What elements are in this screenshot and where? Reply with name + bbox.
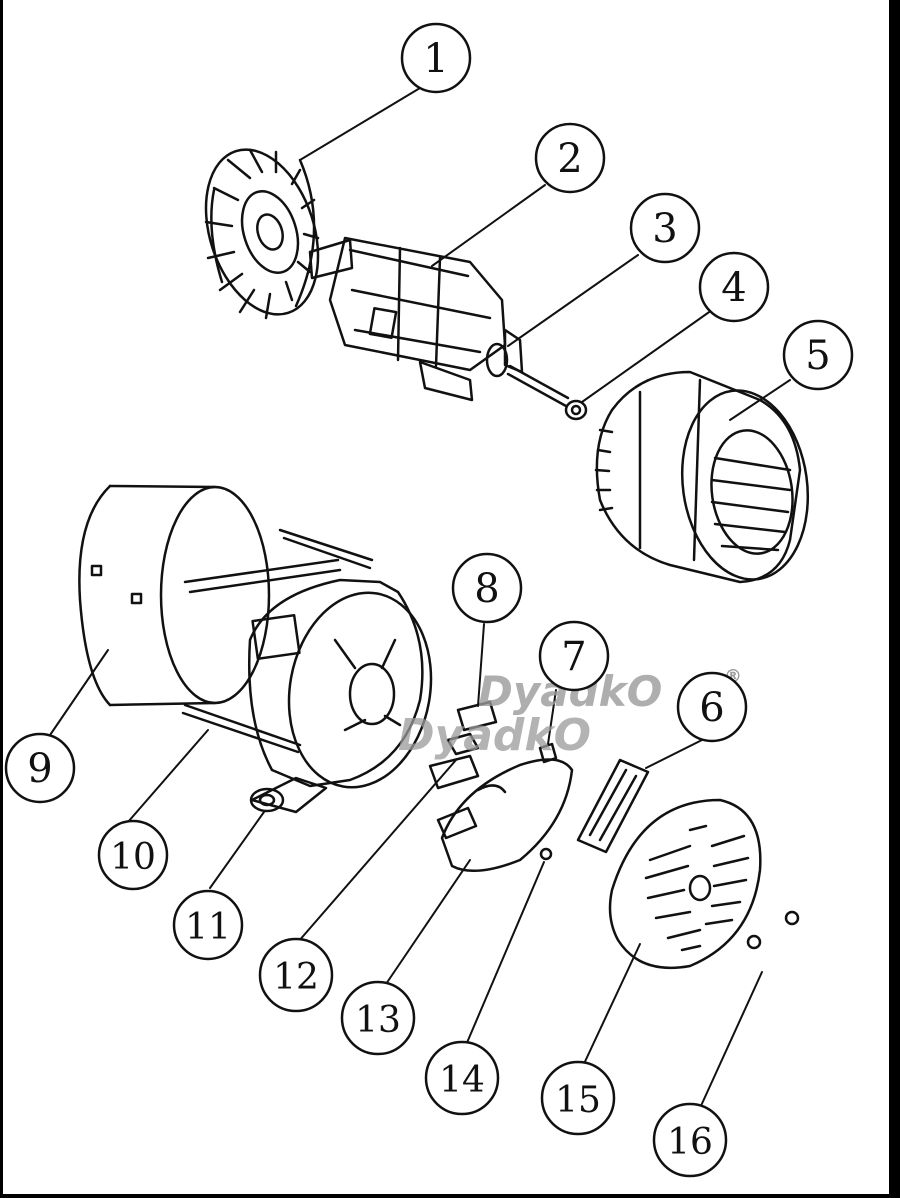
callout-number: 1 — [423, 36, 448, 82]
callout-2: 2 — [534, 122, 606, 194]
callout-number: 12 — [273, 957, 319, 998]
callout-number: 3 — [652, 206, 677, 252]
callout-number: 5 — [805, 333, 830, 379]
callout-9: 9 — [4, 732, 76, 804]
callout-circle — [400, 22, 472, 94]
callout-circle — [97, 819, 169, 891]
bearing-part — [485, 342, 570, 408]
callout-circle — [538, 620, 610, 692]
callout-6: 6 — [676, 671, 748, 743]
callout-15: 15 — [540, 1060, 616, 1136]
cover-screws-part — [746, 910, 800, 950]
end-cover-part — [608, 798, 762, 970]
cooling-fan-part — [204, 148, 320, 320]
callout-10: 10 — [97, 819, 169, 891]
callout-circle — [424, 1040, 500, 1116]
callout-number: 15 — [555, 1080, 601, 1121]
callout-circle — [698, 251, 770, 323]
rectifier-board-part — [576, 758, 650, 854]
callout-number: 2 — [557, 136, 582, 182]
nut-part — [564, 399, 588, 421]
tie-rod-part — [181, 528, 374, 754]
callout-number: 14 — [439, 1060, 485, 1101]
screw-part — [539, 847, 553, 861]
callout-circle — [540, 1060, 616, 1136]
callout-number: 6 — [699, 685, 724, 731]
callout-16: 16 — [652, 1102, 728, 1178]
callout-number: 9 — [27, 746, 52, 792]
callout-circle — [451, 552, 523, 624]
stator-part — [594, 370, 810, 584]
callout-number: 8 — [474, 566, 499, 612]
callout-1: 1 — [400, 22, 472, 94]
callout-7: 7 — [538, 620, 610, 692]
callout-circle — [4, 732, 76, 804]
callout-circle — [629, 192, 701, 264]
callout-number: 7 — [561, 634, 586, 680]
callout-8: 8 — [451, 552, 523, 624]
cover-part — [78, 484, 271, 707]
callout-14: 14 — [424, 1040, 500, 1116]
paper — [3, 0, 889, 1194]
brush-cover-part — [436, 758, 574, 872]
leader-lines — [47, 87, 791, 1109]
callout-number: 11 — [185, 907, 231, 948]
callout-circle — [676, 671, 748, 743]
callout-circle — [534, 122, 606, 194]
end-bracket-part — [247, 578, 433, 789]
callout-circle — [172, 889, 244, 961]
callout-circle — [782, 319, 854, 391]
watermark-text-2: DyadkO — [398, 710, 591, 761]
callout-number: 4 — [721, 265, 746, 311]
callout-4: 4 — [698, 251, 770, 323]
mount-foot-part — [249, 776, 328, 814]
callout-number: 10 — [110, 837, 156, 878]
callout-13: 13 — [340, 980, 416, 1056]
callout-12: 12 — [258, 937, 334, 1013]
callout-circle — [652, 1102, 728, 1178]
callout-circle — [258, 937, 334, 1013]
rotor-part — [308, 236, 524, 402]
callout-5: 5 — [782, 319, 854, 391]
callout-number: 13 — [355, 1000, 401, 1041]
callout-3: 3 — [629, 192, 701, 264]
callout-circle — [340, 980, 416, 1056]
callout-number: 16 — [667, 1122, 713, 1163]
callout-11: 11 — [172, 889, 244, 961]
